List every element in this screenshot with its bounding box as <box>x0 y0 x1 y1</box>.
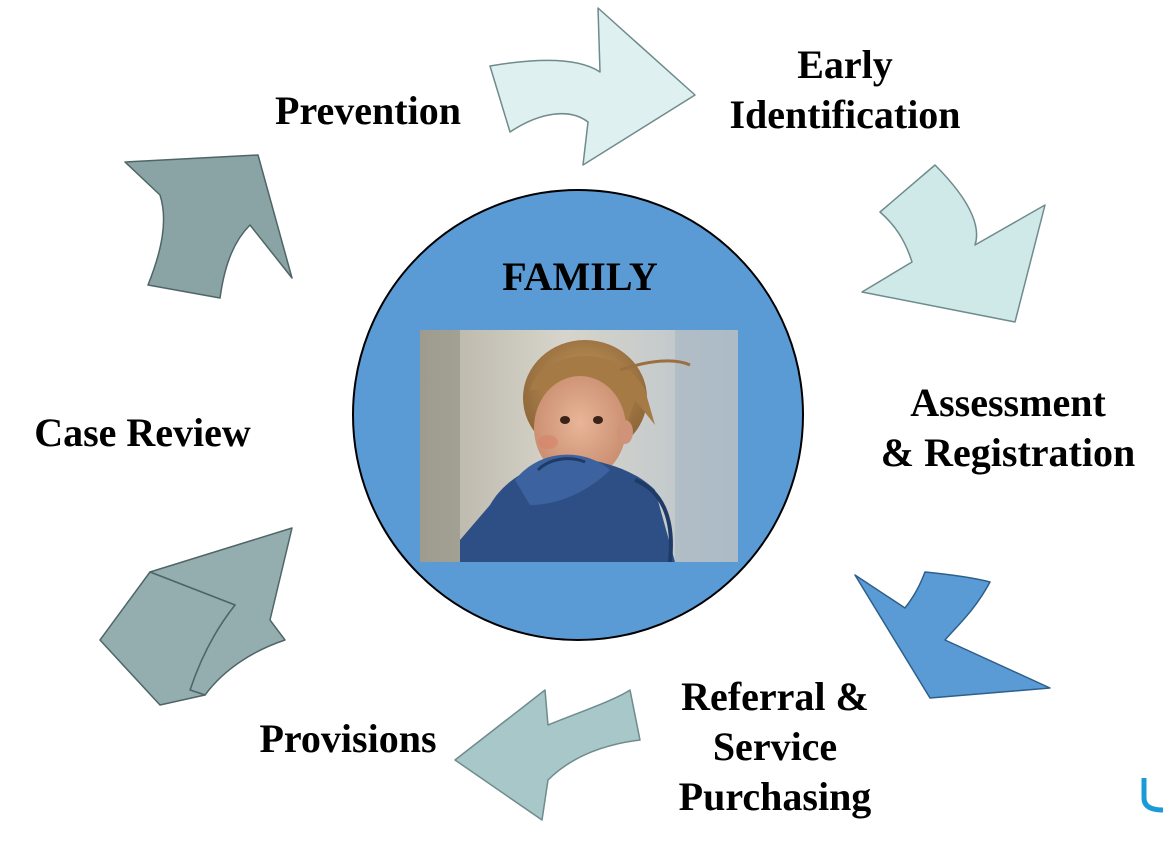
stage-label-early-identification: Early Identification <box>700 40 990 140</box>
stage-label-prevention: Prevention <box>248 86 488 136</box>
stage-label-line: Provisions <box>259 716 437 761</box>
family-title: FAMILY <box>502 254 658 299</box>
stage-label-referral-service-purchasing: Referral & Service Purchasing <box>650 672 900 822</box>
stage-label-line: Prevention <box>275 88 461 133</box>
arrow-early-identification-to-assessment <box>861 164 1046 323</box>
logo-fragment-icon <box>1141 778 1163 813</box>
stage-label-provisions: Provisions <box>228 714 468 764</box>
stage-label-line: Identification <box>729 92 961 137</box>
arrow-assessment-to-referral <box>854 571 1051 699</box>
stage-label-line: Service <box>712 724 838 769</box>
stage-label-line: Case Review <box>34 410 251 455</box>
stage-label-line: Assessment <box>910 380 1106 425</box>
arrow-case-review-to-prevention <box>124 154 293 299</box>
stage-label-line: Purchasing <box>678 774 872 819</box>
child-photo <box>420 330 738 562</box>
arrow-provisions-to-case-review-base <box>99 571 236 706</box>
stage-label-line: Early <box>797 42 893 87</box>
arrow-referral-to-provisions <box>454 689 641 821</box>
stage-label-line: & Registration <box>880 430 1136 475</box>
arrow-prevention-to-early-identification <box>489 7 696 166</box>
stage-label-assessment-registration: Assessment & Registration <box>858 378 1158 478</box>
stage-label-line: Referral & <box>681 674 869 719</box>
stage-label-case-review: Case Review <box>0 408 285 458</box>
child-photo-image <box>420 330 738 562</box>
